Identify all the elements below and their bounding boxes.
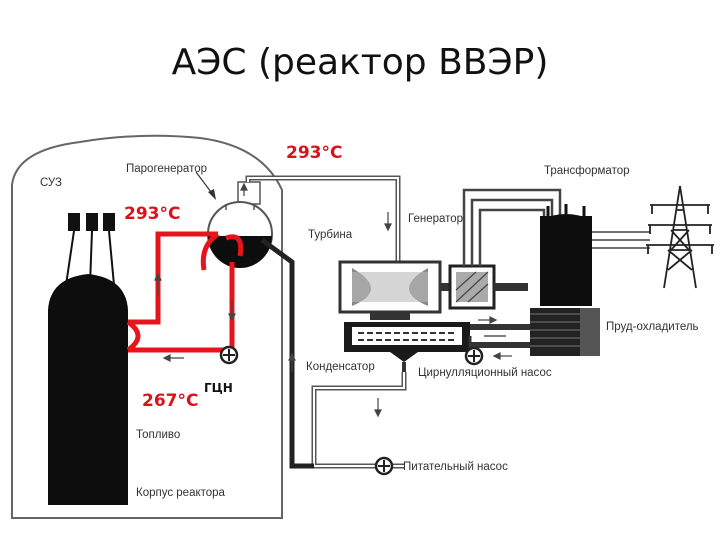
turbine-label: Турбина bbox=[308, 229, 353, 241]
suz-label: СУЗ bbox=[40, 177, 62, 189]
transmission-tower bbox=[646, 185, 714, 289]
circulation-pump-icon bbox=[464, 336, 484, 366]
circulation-pump-label: Цирнулляционный насос bbox=[418, 367, 552, 379]
reactor-vessel-label: Корпус реактора bbox=[136, 487, 226, 499]
transformer bbox=[540, 204, 650, 306]
steam-generator-label: Парогенератор bbox=[126, 163, 207, 175]
main-circulation-pump-icon bbox=[219, 345, 239, 365]
generator-wiring bbox=[462, 188, 562, 266]
cooling-water-lines bbox=[470, 324, 530, 348]
temperature-top-label: 293°С bbox=[286, 143, 342, 163]
feed-pump-label: Питательный насос bbox=[403, 461, 508, 473]
reactor-vessel bbox=[48, 274, 128, 505]
cooling-pond-label: Пруд-охладитель bbox=[606, 321, 699, 333]
containment-building bbox=[11, 134, 283, 519]
steam-line bbox=[245, 175, 401, 262]
flow-arrows bbox=[154, 182, 512, 418]
gcn-label: ГЦН bbox=[204, 381, 233, 395]
condenser bbox=[344, 312, 470, 372]
transformer-label: Трансформатор bbox=[544, 165, 630, 177]
feed-pump-icon bbox=[374, 456, 394, 476]
temperature-cold-leg-label: 267°С bbox=[142, 391, 198, 411]
feedwater-return bbox=[260, 237, 314, 469]
feedwater-line bbox=[311, 372, 407, 469]
control-rod-drives bbox=[65, 213, 115, 286]
turbine bbox=[338, 260, 442, 314]
temperature-hot-leg-label: 293°С bbox=[124, 204, 180, 224]
condenser-label: Конденсатор bbox=[306, 361, 375, 373]
steam-generator-pointer bbox=[195, 171, 216, 200]
page-title: АЭС (реактор ВВЭР) bbox=[171, 42, 549, 83]
generator-label: Генератор bbox=[408, 213, 463, 225]
cooling-pond bbox=[530, 308, 600, 356]
fuel-label: Топливо bbox=[136, 429, 180, 441]
generator bbox=[440, 264, 528, 310]
